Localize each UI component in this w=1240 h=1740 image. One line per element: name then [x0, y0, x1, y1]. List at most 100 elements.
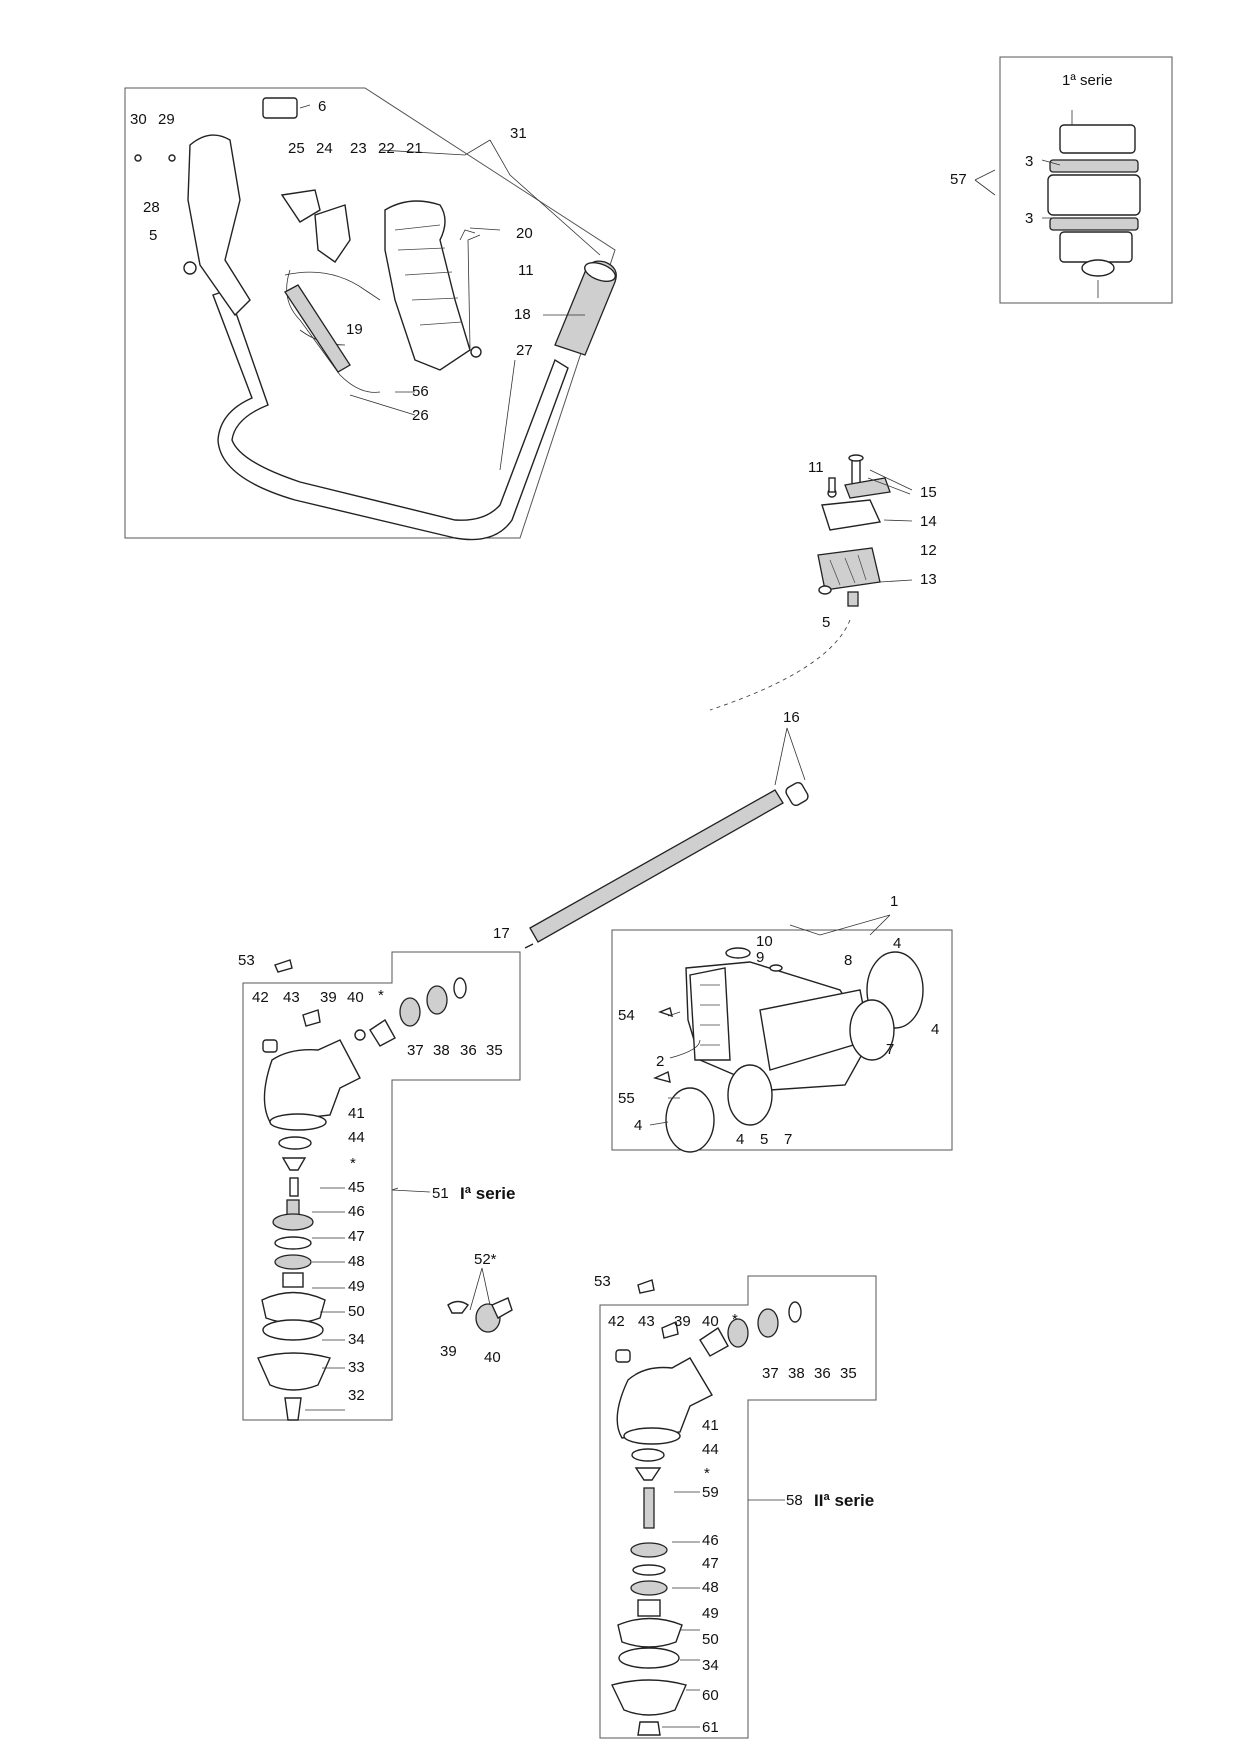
gearbox2-label: 44: [702, 1441, 719, 1458]
gearbox1-label: 39: [320, 989, 337, 1006]
engine-mount-label: 10: [756, 933, 773, 950]
handle-label: 24: [316, 140, 333, 157]
gearbox2-label: 42: [608, 1313, 625, 1330]
gearbox2-label: 61: [702, 1719, 719, 1736]
gearbox1-series-number: 51: [432, 1185, 449, 1202]
stop-switch: [262, 97, 298, 119]
gearbox2-label: 35: [840, 1365, 857, 1382]
handle-label: 56: [412, 383, 429, 400]
wire-sleeve: [284, 284, 351, 373]
gearbox2-label: 41: [702, 1417, 719, 1434]
gear-kit-label: 39: [440, 1343, 457, 1360]
gearbox1-label: 42: [252, 989, 269, 1006]
gearbox2-label: 50: [702, 1631, 719, 1648]
handle-label: 20: [516, 225, 533, 242]
handle-label: 26: [412, 407, 429, 424]
clamp-series1-label: 57: [950, 171, 967, 188]
gearbox1-label: *: [350, 1155, 356, 1172]
handle-label: 28: [143, 199, 160, 216]
shaft-label: 17: [493, 925, 510, 942]
handle-label: 22: [378, 140, 395, 157]
gearbox1-label: 41: [348, 1105, 365, 1122]
handle-assembly-frame: [124, 87, 616, 539]
gearbox1-label: 44: [348, 1129, 365, 1146]
gearbox1-label: 49: [348, 1278, 365, 1295]
gearbox2-label: 39: [674, 1313, 691, 1330]
clamp-label: 14: [920, 513, 937, 530]
gearbox1-label: 34: [348, 1331, 365, 1348]
gearbox1-label: 50: [348, 1303, 365, 1320]
handle-label: 5: [149, 227, 157, 244]
throttle-trigger: [280, 189, 321, 223]
gearbox1-label: 37: [407, 1042, 424, 1059]
engine-mount-label: 9: [756, 949, 764, 966]
gearbox2-label: 34: [702, 1657, 719, 1674]
gearbox2-label: 38: [788, 1365, 805, 1382]
gear-kit-label: 52*: [474, 1251, 497, 1268]
gearbox1-label: 45: [348, 1179, 365, 1196]
clamp-series1-assembly: 1ª serie 57 3 3: [950, 56, 1173, 304]
gearbox2-label: 40: [702, 1313, 719, 1330]
clamp-series1-title: 1ª serie: [1062, 72, 1113, 89]
handle-label: 27: [516, 342, 533, 359]
engine-mount-frame: [611, 929, 953, 1151]
gearbox2-label: *: [732, 1311, 738, 1328]
gearbox2-series-title: IIª serie: [814, 1491, 874, 1510]
handle-label: 31: [510, 125, 527, 142]
engine-mount-label: 4: [893, 935, 901, 952]
clamp-label: 15: [920, 484, 937, 501]
engine-mount-label: 2: [656, 1053, 664, 1070]
gear-kit-label: 40: [484, 1349, 501, 1366]
gearbox2-label: 48: [702, 1579, 719, 1596]
clamp-series1-label: 3: [1025, 153, 1033, 170]
gearbox2-label: *: [704, 1465, 710, 1482]
handle-label: 25: [288, 140, 305, 157]
gearbox2-label: 60: [702, 1687, 719, 1704]
gearbox2-label: 46: [702, 1532, 719, 1549]
handle-label: 21: [406, 140, 423, 157]
gearbox1-label: 46: [348, 1203, 365, 1220]
gearbox1-label: 40: [347, 989, 364, 1006]
engine-mount-label: 7: [784, 1131, 792, 1148]
gearbox2-label: 53: [594, 1273, 611, 1290]
engine-mount-label: 5: [760, 1131, 768, 1148]
clamp-label: 11: [808, 459, 824, 476]
engine-mount-label: 55: [618, 1090, 635, 1107]
handle-label: 30: [130, 111, 147, 128]
grip-housing-right: [384, 200, 471, 371]
engine-mount-label: 1: [890, 893, 898, 910]
gearbox2-label: 47: [702, 1555, 719, 1572]
clamp-label: 5: [822, 614, 830, 631]
clamp-series1-label: 3: [1025, 210, 1033, 227]
gearbox1-series-title: Iª serie: [460, 1184, 515, 1203]
drive-shaft-tube: [529, 789, 784, 943]
gearbox2-label: 37: [762, 1365, 779, 1382]
handle-bar: [212, 289, 569, 541]
clamp-series1-frame: [999, 56, 1173, 304]
gearbox1-label: 35: [486, 1042, 503, 1059]
gearbox1-label: 32: [348, 1387, 365, 1404]
clamp-label: 12: [920, 542, 937, 559]
handle-label: 11: [518, 262, 534, 279]
clamp-label: 13: [920, 571, 937, 588]
handle-label: 19: [346, 321, 363, 338]
engine-mount-label: 4: [736, 1131, 744, 1148]
throttle-housing-left: [187, 134, 251, 317]
gearbox1-label: 48: [348, 1253, 365, 1270]
engine-mount-label: 54: [618, 1007, 635, 1024]
gearbox2-label: 43: [638, 1313, 655, 1330]
gearbox1-label: *: [378, 987, 384, 1004]
gearbox-series1-assembly: 53 42 43 39 40 * 37 38 36 35 41 44 * 45 …: [238, 951, 521, 1421]
gearbox1-label: 36: [460, 1042, 477, 1059]
handle-label: 23: [350, 140, 367, 157]
gearbox1-label: 53: [238, 952, 255, 969]
handle-label: 29: [158, 111, 175, 128]
gearbox1-label: 47: [348, 1228, 365, 1245]
shaft-label: 16: [783, 709, 800, 726]
engine-mount-label: 8: [844, 952, 852, 969]
gearbox2-label: 59: [702, 1484, 719, 1501]
engine-mount-label: 7: [886, 1041, 894, 1058]
trigger-lever: [314, 204, 351, 263]
gearbox-series2-assembly: 53 42 43 39 40 * 37 38 36 35 41 44 * 59 …: [594, 1273, 877, 1739]
